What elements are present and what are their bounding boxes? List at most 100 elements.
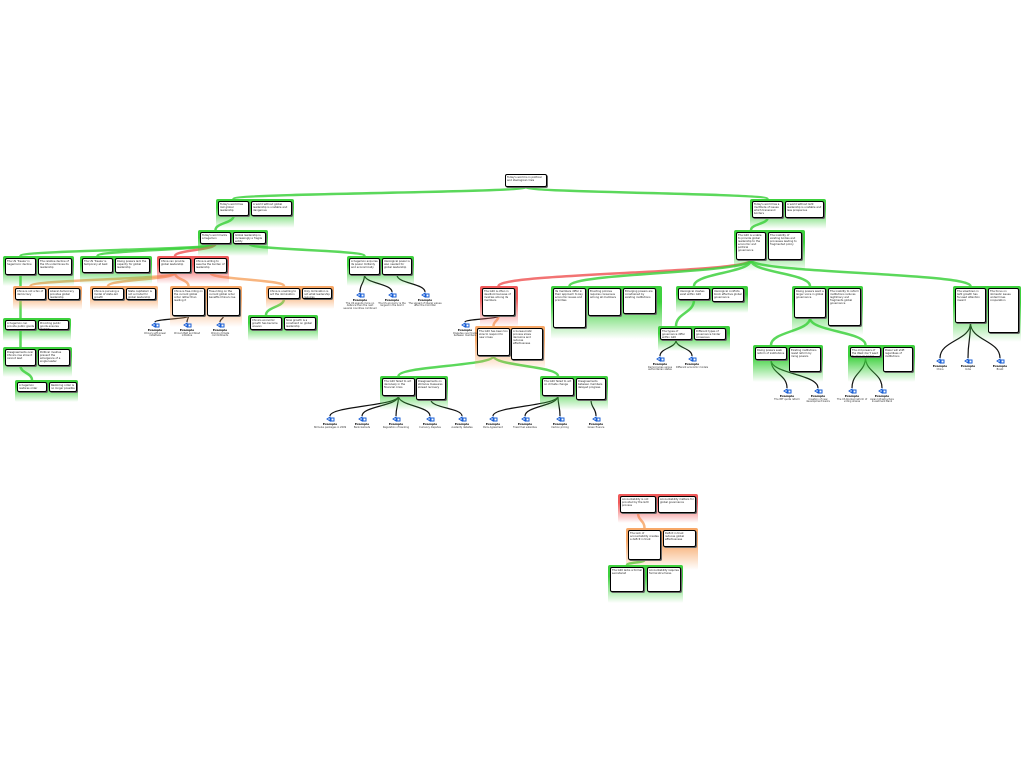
example-node[interactable]: Example The IMF quota reform	[770, 388, 804, 401]
claim-node-root[interactable]: Today's world is in political and ideolo…	[505, 174, 547, 187]
claim-node[interactable]: Rising powers want a larger voice in glo…	[794, 288, 826, 318]
claim-node[interactable]: Emerging powers are constrained by exist…	[623, 288, 656, 314]
example-node[interactable]: Example Fossil fuel subsidies	[508, 416, 542, 429]
example-node[interactable]: Example India	[951, 358, 985, 371]
claim-node[interactable]: Ideological power is also needed for glo…	[382, 258, 412, 275]
claim-node[interactable]: China is free-riding on the current glob…	[172, 288, 205, 316]
example-icon	[655, 356, 664, 362]
example-node[interactable]: Example China's Belt and Road initiative	[170, 322, 204, 338]
example-icon	[150, 322, 159, 328]
claim-node[interactable]: Disagreements over China's rise show it …	[5, 349, 36, 366]
claim-node[interactable]: Slow growth is a constraint on global le…	[284, 317, 316, 330]
claim-node[interactable]: A hegemon restores order	[17, 382, 47, 392]
claim-node[interactable]: Rising powers seek reform of institution…	[755, 347, 787, 360]
example-node[interactable]: Example China's soft power initiatives	[138, 322, 172, 338]
claim-node[interactable]: The G20 lacks a formal secretariat	[610, 567, 644, 592]
example-node[interactable]: Example Brazil	[983, 358, 1017, 371]
example-node[interactable]: Example China	[923, 358, 957, 371]
example-icon	[457, 416, 466, 422]
claim-node[interactable]: Accountability requires formal structure…	[647, 567, 681, 592]
claim-node[interactable]: The types of governance differ within G2…	[660, 328, 692, 340]
claim-node[interactable]: The G20 has been too slow to respond to …	[477, 328, 510, 356]
claim-node[interactable]: China is pursuing a model of state-led g…	[92, 288, 124, 300]
example-text: Bank bailouts	[353, 425, 371, 429]
claim-node[interactable]: A world without G20 leadership is unstab…	[785, 201, 824, 218]
example-label: Example	[874, 394, 890, 398]
claim-node[interactable]: Power will shift regardless of instituti…	[883, 347, 913, 372]
example-node[interactable]: Example Regulation of banking	[379, 416, 413, 429]
claim-node[interactable]: The focus on domestic issues undermines …	[988, 288, 1019, 333]
claim-node[interactable]: The US 'freeze' in hegemonic decline	[5, 258, 36, 275]
claim-node[interactable]: The G20 failed to act decisively in the …	[382, 378, 415, 396]
example-label: Example	[454, 422, 470, 426]
claim-node[interactable]: The G20 failed to act on climate change	[542, 378, 574, 396]
claim-node[interactable]: A bureaucratic process slows decisions a…	[511, 328, 543, 360]
example-icon	[555, 416, 564, 422]
claim-node[interactable]: The G20 is unable to provide global lead…	[736, 232, 766, 260]
example-text: Creation of new development banks	[806, 397, 830, 404]
example-node[interactable]: Example Stimulus packages in 2009	[313, 416, 347, 429]
example-node[interactable]: Example Creation of new development bank…	[801, 388, 835, 404]
example-node[interactable]: Example Disputes over trade between memb…	[448, 322, 482, 338]
claim-node[interactable]: Different types of governance hinder con…	[694, 328, 726, 340]
claim-node[interactable]: The lack of accountability creates a def…	[628, 530, 661, 560]
claim-node[interactable]: The old powers of the West don't want to…	[850, 347, 881, 357]
claim-node[interactable]: Disagreements on stimulus measures slowe…	[416, 378, 446, 400]
example-icon	[963, 358, 972, 364]
claim-node[interactable]: The inability of existing bodies and pro…	[768, 232, 802, 260]
example-node[interactable]: Example China's climate commitments	[203, 322, 237, 338]
claim-node[interactable]: Free-riding on the current global order …	[207, 288, 240, 316]
claim-node[interactable]: Enacting policies requires consensus amo…	[588, 288, 621, 316]
example-node[interactable]: Example Green finance	[579, 416, 613, 429]
claim-node[interactable]: Its members differ in their approach to …	[553, 288, 586, 328]
example-text: The spread of liberal values after the C…	[408, 301, 442, 308]
claim-node[interactable]: Providing public goods ensures stability	[38, 320, 69, 330]
example-node[interactable]: Example Austerity debates	[445, 416, 479, 429]
claim-node[interactable]: The slowdown in G20 growth has focused a…	[955, 288, 986, 323]
claim-node[interactable]: A hegemon can provide public goods	[5, 320, 36, 330]
claim-node[interactable]: The relative decline of the US undermine…	[38, 258, 72, 275]
claim-node[interactable]: China is willing to assume the burden of…	[194, 258, 227, 273]
claim-node[interactable]: Restoring order is no longer possible	[49, 382, 77, 392]
example-label: Example	[322, 422, 338, 426]
claim-node[interactable]: Today's world lacks a hegemon	[200, 232, 231, 244]
claim-node[interactable]: Existing institutions resist reform by r…	[789, 347, 821, 372]
example-text: Currency disputes	[419, 425, 441, 429]
example-label: Example	[485, 422, 501, 426]
example-node[interactable]: Example Democracies versus authoritarian…	[643, 356, 677, 372]
example-node[interactable]: Example Different economic models	[675, 356, 709, 369]
claim-node[interactable]: Only domination is not what leadership r…	[302, 288, 332, 299]
example-node[interactable]: Example Asian Infrastructure Investment …	[865, 388, 899, 404]
claim-node[interactable]: China's economic growth has become uneve…	[250, 317, 282, 330]
example-node[interactable]: Example The US economy is the largest in…	[375, 292, 409, 308]
claim-node[interactable]: The G20 is often in deadlock because of …	[482, 288, 515, 316]
claim-node[interactable]: China is not a fan of democracy	[15, 288, 46, 300]
claim-node[interactable]: China can provide global leadership	[159, 258, 191, 273]
claim-node[interactable]: Accountability is not provided by the G2…	[620, 496, 656, 513]
claim-node[interactable]: A hegemon acquires its power militarily …	[349, 258, 380, 275]
claim-node[interactable]: The inability to reform institutions red…	[828, 288, 861, 326]
example-node[interactable]: Example Bank bailouts	[345, 416, 379, 429]
claim-node[interactable]: Accountability matters for global govern…	[658, 496, 696, 513]
example-node[interactable]: Example The US blocked reform of voting …	[835, 388, 869, 404]
claim-node[interactable]: Disagreements between members delayed pr…	[576, 378, 606, 400]
example-node[interactable]: Example Currency disputes	[413, 416, 447, 429]
claim-node[interactable]: State capitalism is not a model for glob…	[126, 288, 156, 300]
example-node[interactable]: Example Paris Agreement	[476, 416, 510, 429]
example-text: Stimulus packages in 2009	[313, 425, 347, 429]
claim-node[interactable]: Ideological clashes exist within G20	[678, 288, 710, 300]
claim-node[interactable]: Ideological conflicts block effective gl…	[712, 288, 744, 302]
claim-node[interactable]: A world without global leadership is uns…	[251, 201, 292, 216]
claim-node[interactable]: The US 'freeze' is temporary at best	[82, 258, 113, 273]
claim-node[interactable]: Today's world has a multitude of issues …	[752, 201, 783, 218]
claim-node[interactable]: Political rivalries prevent the emergenc…	[38, 349, 70, 366]
claim-node[interactable]: Deficit in trust reduces global effectiv…	[663, 530, 696, 547]
claim-node[interactable]: China is unwilling to act the domination	[268, 288, 300, 299]
claim-node[interactable]: Global leadership is increasingly a frag…	[233, 232, 266, 244]
example-node[interactable]: Example The spread of liberal values aft…	[408, 292, 442, 308]
claim-node[interactable]: Rising powers lack the capacity for glob…	[115, 258, 150, 273]
claim-node[interactable]: Today's world has lost global leadership	[218, 201, 249, 216]
claim-node[interactable]: Liberal democracy provides global leader…	[48, 288, 80, 300]
example-node[interactable]: Example Carbon pricing	[543, 416, 577, 429]
example-node[interactable]: Example The US spends more on defence th…	[343, 292, 377, 311]
